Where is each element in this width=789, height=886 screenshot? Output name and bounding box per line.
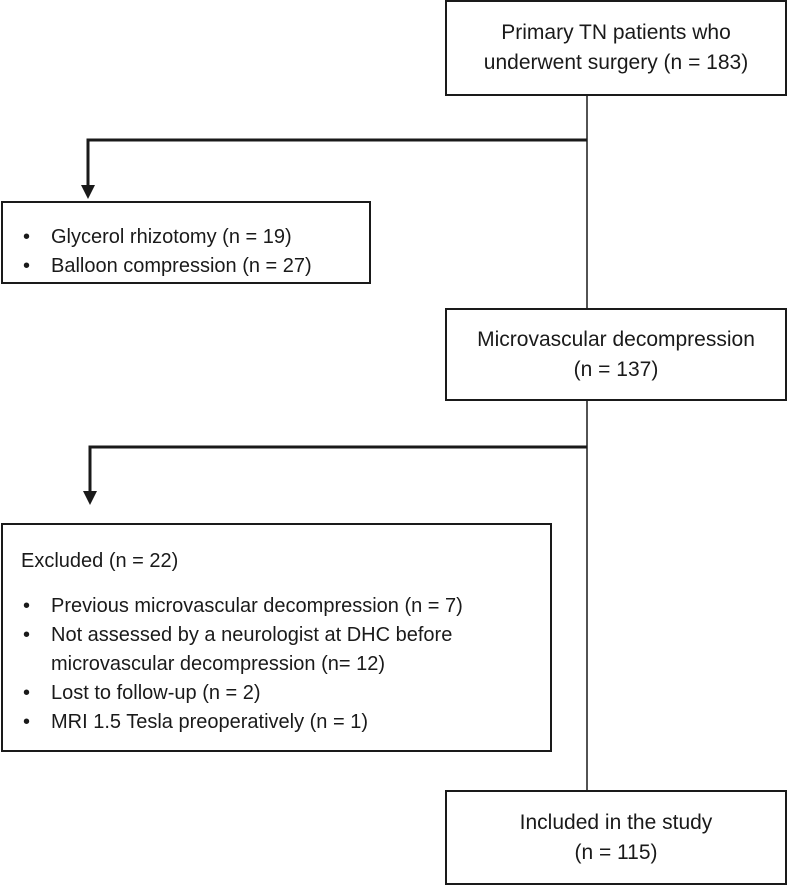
exclusion-mri-1-5-tesla: MRI 1.5 Tesla preoperatively (n = 1) [51,711,369,733]
glycerol-rhizotomy-label: Glycerol rhizotomy (n = 19) [51,226,292,248]
branch-connector-2 [88,445,587,491]
list-item: • MRI 1.5 Tesla preoperatively (n = 1) [17,708,540,737]
primary-patients-line1: Primary TN patients who [501,21,731,44]
mvd-line1: Microvascular decompression [477,327,755,351]
excluded-box: Excluded (n = 22) • Previous microvascul… [1,523,552,752]
list-item: • Lost to follow-up (n = 2) [17,679,540,708]
list-item: • Not assessed by a neurologist at DHC b… [17,621,540,679]
mvd-box: Microvascular decompression (n = 137) [445,308,787,401]
exclusion-not-assessed: Not assessed by a neurologist at DHC bef… [51,624,453,675]
balloon-compression-label: Balloon compression (n = 27) [51,255,312,277]
exclusion-lost-follow-up: Lost to follow-up (n = 2) [51,682,261,704]
exclusion-previous-mvd: Previous microvascular decompression (n … [51,595,463,617]
primary-patients-line2: underwent surgery (n = 183) [483,51,749,74]
list-item: • Glycerol rhizotomy (n = 19) [17,223,359,252]
included-line1: Included in the study [519,810,713,834]
arrowhead-1 [81,185,95,199]
exclusion-list: • Previous microvascular decompression (… [17,592,540,737]
other-procedures-list: • Glycerol rhizotomy (n = 19) • Balloon … [17,223,359,281]
branch-connector-1 [86,138,587,185]
list-item: • Balloon compression (n = 27) [17,252,359,281]
arrowhead-2 [83,491,97,505]
mvd-line2: (n = 137) [573,357,659,381]
bullet-icon: • [23,682,31,704]
excluded-title: Excluded (n = 22) [21,550,179,572]
other-procedures-box: • Glycerol rhizotomy (n = 19) • Balloon … [1,201,371,284]
bullet-icon: • [23,624,31,646]
primary-patients-box: Primary TN patients who underwent surger… [445,0,787,96]
included-box: Included in the study (n = 115) [445,790,787,885]
bullet-icon: • [23,226,31,248]
bullet-icon: • [23,595,31,617]
list-item: • Previous microvascular decompression (… [17,592,540,621]
bullet-icon: • [23,711,31,733]
bullet-icon: • [23,255,31,277]
included-line2: (n = 115) [574,840,658,864]
